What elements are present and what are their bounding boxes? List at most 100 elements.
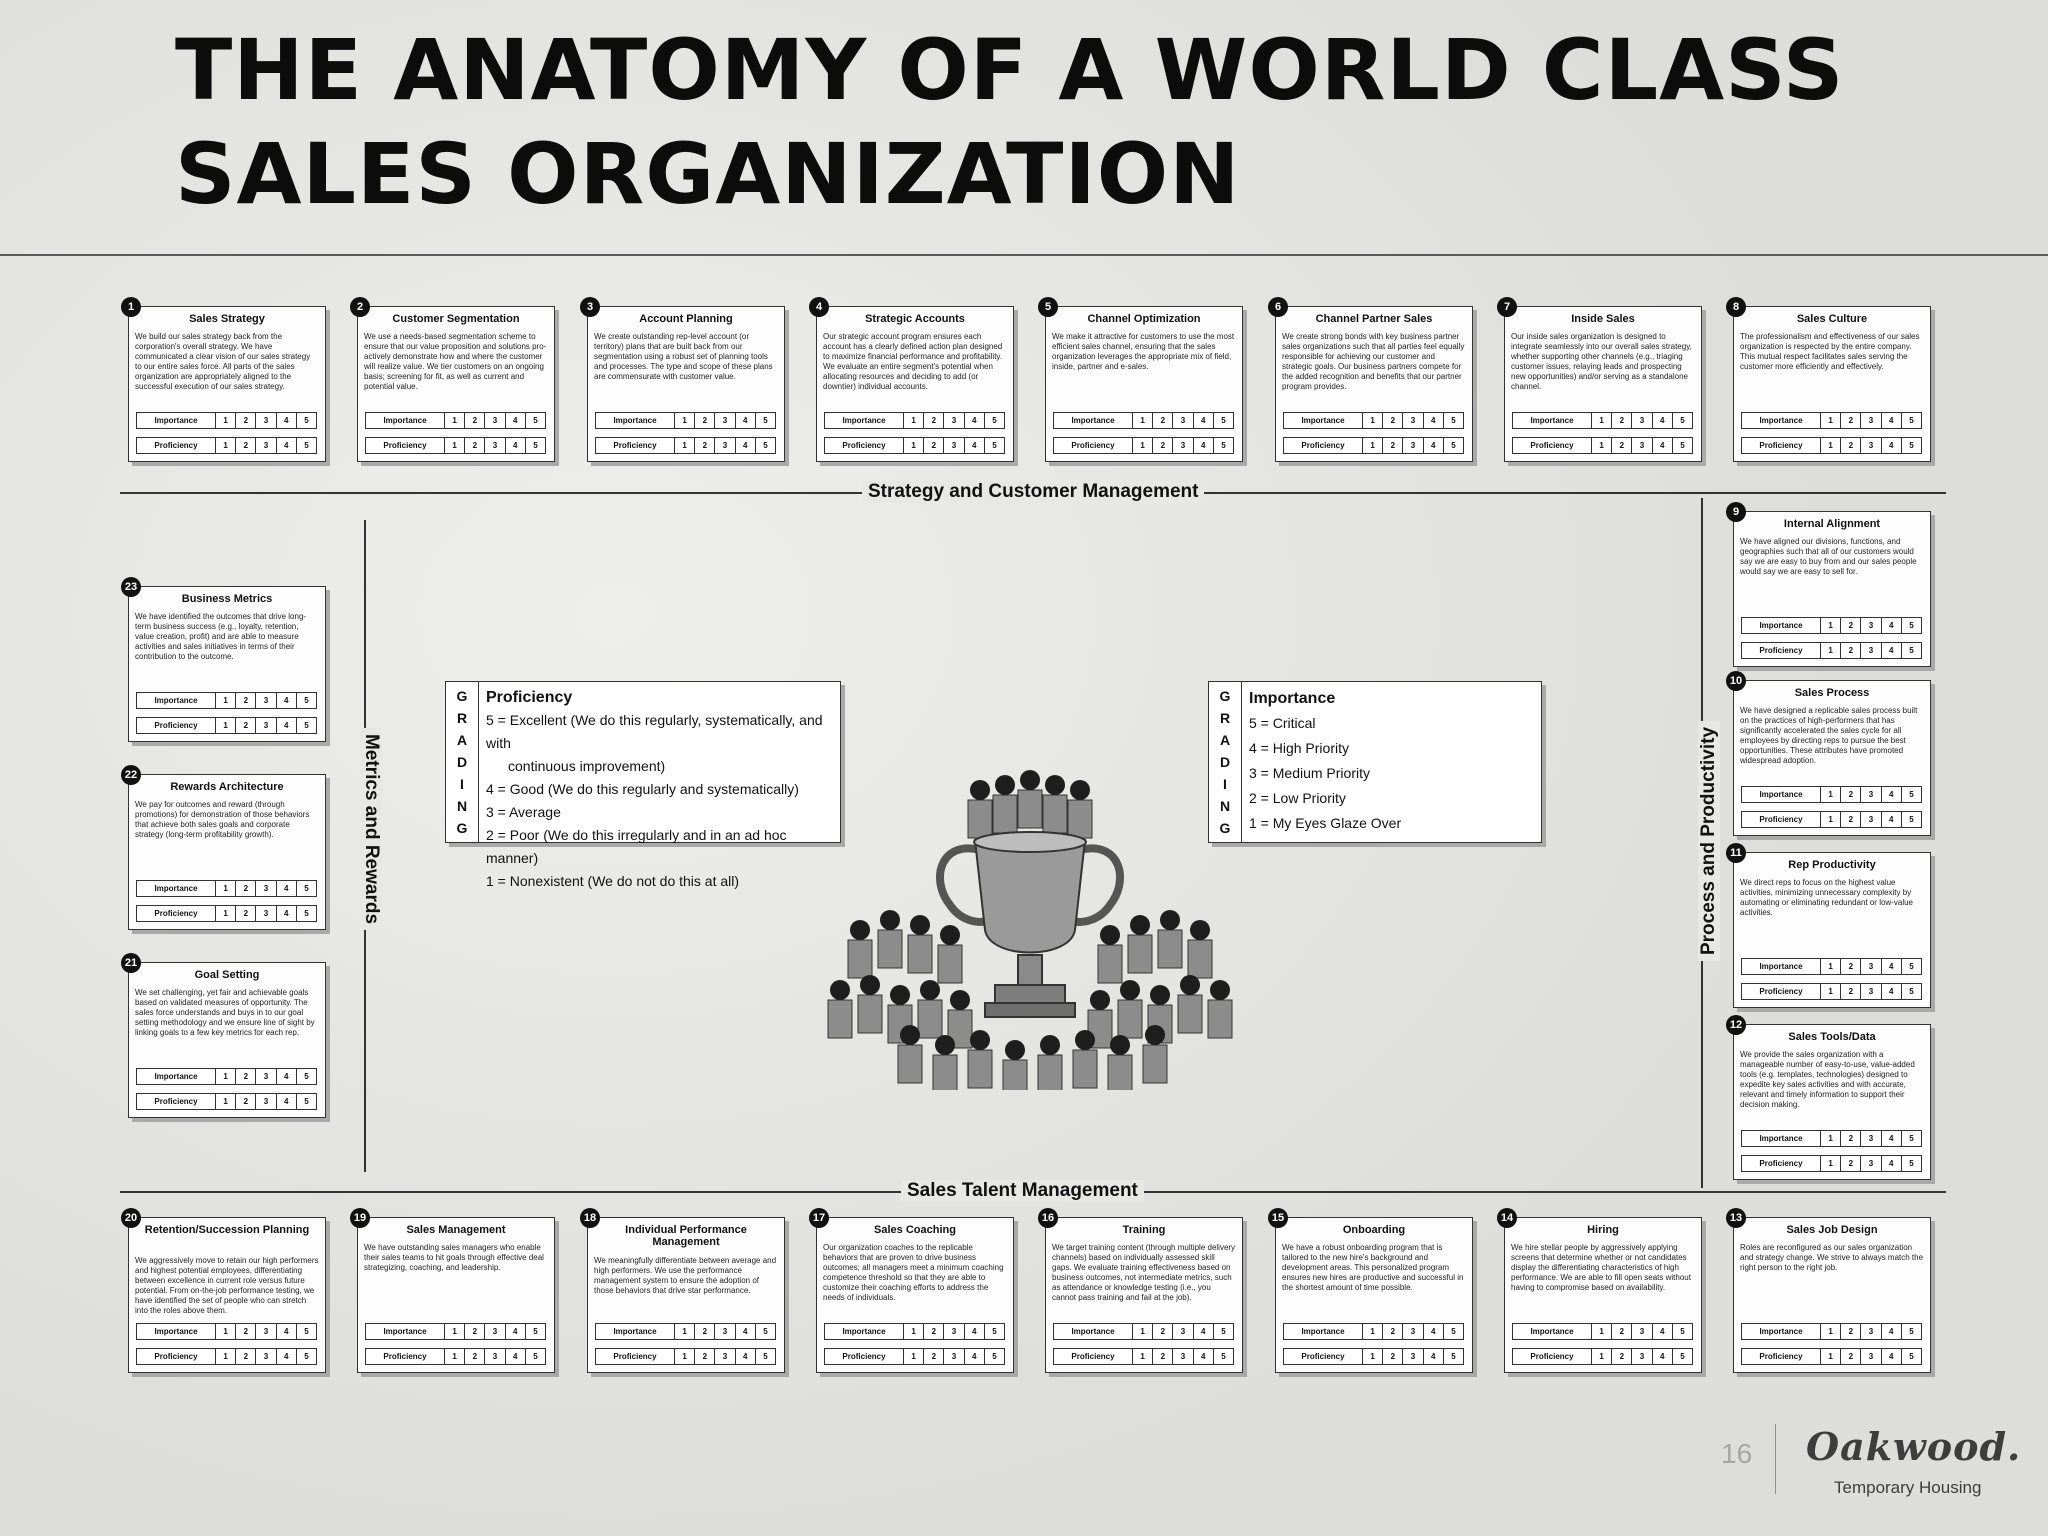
rating-option[interactable]: 5 [1680, 1327, 1685, 1336]
rating-option[interactable]: 4 [1653, 438, 1673, 453]
rating-option[interactable]: 4 [277, 906, 297, 921]
rating-option[interactable]: 4 [736, 413, 756, 428]
rating-option[interactable]: 3 [256, 438, 277, 453]
rating-option[interactable]: 5 [304, 884, 309, 893]
rating-option[interactable]: 4 [506, 438, 526, 453]
rating-option[interactable]: 3 [1173, 1349, 1194, 1364]
rating-option[interactable]: 2 [1841, 643, 1862, 658]
rating-option[interactable]: 2 [695, 1324, 716, 1339]
rating-option[interactable]: 1 [904, 1349, 925, 1364]
rating-option[interactable]: 3 [944, 438, 965, 453]
rating-option[interactable]: 3 [256, 1349, 277, 1364]
rating-option[interactable]: 4 [1424, 1349, 1444, 1364]
rating-option[interactable]: 3 [256, 718, 277, 733]
rating-option[interactable]: 1 [675, 438, 696, 453]
rating-option[interactable]: 4 [1882, 1349, 1902, 1364]
rating-option[interactable]: 5 [763, 1352, 768, 1361]
rating-option[interactable]: 5 [763, 416, 768, 425]
rating-option[interactable]: 2 [1612, 1349, 1633, 1364]
rating-option[interactable]: 3 [1861, 1324, 1882, 1339]
rating-option[interactable]: 1 [1821, 812, 1842, 827]
rating-option[interactable]: 4 [277, 718, 297, 733]
rating-option[interactable]: 4 [1882, 618, 1902, 633]
rating-option[interactable]: 4 [1882, 984, 1902, 999]
rating-option[interactable]: 1 [1821, 1156, 1842, 1171]
rating-option[interactable]: 3 [1861, 1131, 1882, 1146]
rating-option[interactable]: 5 [1909, 441, 1914, 450]
rating-option[interactable]: 5 [1909, 962, 1914, 971]
rating-option[interactable]: 4 [277, 693, 297, 708]
rating-option[interactable]: 1 [1592, 438, 1613, 453]
rating-option[interactable]: 3 [256, 693, 277, 708]
rating-option[interactable]: 4 [1424, 1324, 1444, 1339]
rating-option[interactable]: 2 [236, 413, 257, 428]
rating-option[interactable]: 5 [1909, 1327, 1914, 1336]
rating-option[interactable]: 2 [1612, 413, 1633, 428]
rating-option[interactable]: 5 [304, 1097, 309, 1106]
rating-option[interactable]: 4 [1194, 413, 1214, 428]
rating-option[interactable]: 1 [216, 693, 237, 708]
rating-option[interactable]: 1 [1363, 1349, 1384, 1364]
rating-option[interactable]: 1 [1363, 438, 1384, 453]
rating-option[interactable]: 5 [1909, 790, 1914, 799]
rating-option[interactable]: 1 [445, 1349, 466, 1364]
rating-option[interactable]: 3 [256, 906, 277, 921]
rating-option[interactable]: 4 [1882, 413, 1902, 428]
rating-option[interactable]: 4 [736, 438, 756, 453]
rating-option[interactable]: 2 [465, 1349, 486, 1364]
rating-option[interactable]: 1 [445, 438, 466, 453]
rating-option[interactable]: 2 [1383, 413, 1404, 428]
rating-option[interactable]: 3 [715, 1349, 736, 1364]
rating-option[interactable]: 5 [1909, 416, 1914, 425]
rating-option[interactable]: 3 [1173, 413, 1194, 428]
rating-option[interactable]: 2 [1841, 413, 1862, 428]
rating-option[interactable]: 5 [1221, 441, 1226, 450]
rating-option[interactable]: 5 [304, 696, 309, 705]
rating-option[interactable]: 5 [1451, 1327, 1456, 1336]
rating-option[interactable]: 5 [304, 1352, 309, 1361]
rating-option[interactable]: 5 [1909, 1159, 1914, 1168]
rating-option[interactable]: 3 [1861, 984, 1882, 999]
rating-option[interactable]: 5 [1221, 416, 1226, 425]
rating-option[interactable]: 4 [277, 413, 297, 428]
rating-option[interactable]: 4 [277, 881, 297, 896]
rating-option[interactable]: 2 [1153, 1349, 1174, 1364]
rating-option[interactable]: 1 [1821, 438, 1842, 453]
rating-option[interactable]: 1 [1821, 1324, 1842, 1339]
rating-option[interactable]: 3 [715, 438, 736, 453]
rating-option[interactable]: 3 [1861, 413, 1882, 428]
rating-option[interactable]: 2 [236, 693, 257, 708]
rating-option[interactable]: 5 [1680, 1352, 1685, 1361]
rating-option[interactable]: 1 [216, 413, 237, 428]
rating-option[interactable]: 4 [506, 1324, 526, 1339]
rating-option[interactable]: 4 [736, 1349, 756, 1364]
rating-option[interactable]: 2 [236, 1324, 257, 1339]
rating-option[interactable]: 5 [304, 416, 309, 425]
rating-option[interactable]: 4 [1882, 643, 1902, 658]
rating-option[interactable]: 1 [1133, 438, 1154, 453]
rating-option[interactable]: 1 [1133, 413, 1154, 428]
rating-option[interactable]: 3 [485, 1349, 506, 1364]
rating-option[interactable]: 1 [445, 413, 466, 428]
rating-option[interactable]: 3 [715, 413, 736, 428]
rating-option[interactable]: 1 [216, 718, 237, 733]
rating-option[interactable]: 1 [1821, 984, 1842, 999]
rating-option[interactable]: 5 [1451, 441, 1456, 450]
rating-option[interactable]: 5 [533, 1352, 538, 1361]
rating-option[interactable]: 1 [216, 438, 237, 453]
rating-option[interactable]: 2 [236, 906, 257, 921]
rating-option[interactable]: 3 [1403, 438, 1424, 453]
rating-option[interactable]: 1 [216, 1069, 237, 1084]
rating-option[interactable]: 2 [465, 1324, 486, 1339]
rating-option[interactable]: 4 [1653, 413, 1673, 428]
rating-option[interactable]: 1 [1821, 1131, 1842, 1146]
rating-option[interactable]: 4 [965, 413, 985, 428]
rating-option[interactable]: 3 [1861, 438, 1882, 453]
rating-option[interactable]: 4 [277, 1324, 297, 1339]
rating-option[interactable]: 5 [1451, 416, 1456, 425]
rating-option[interactable]: 1 [216, 906, 237, 921]
rating-option[interactable]: 3 [1861, 618, 1882, 633]
rating-option[interactable]: 3 [1861, 812, 1882, 827]
rating-option[interactable]: 2 [1153, 1324, 1174, 1339]
rating-option[interactable]: 5 [1680, 441, 1685, 450]
